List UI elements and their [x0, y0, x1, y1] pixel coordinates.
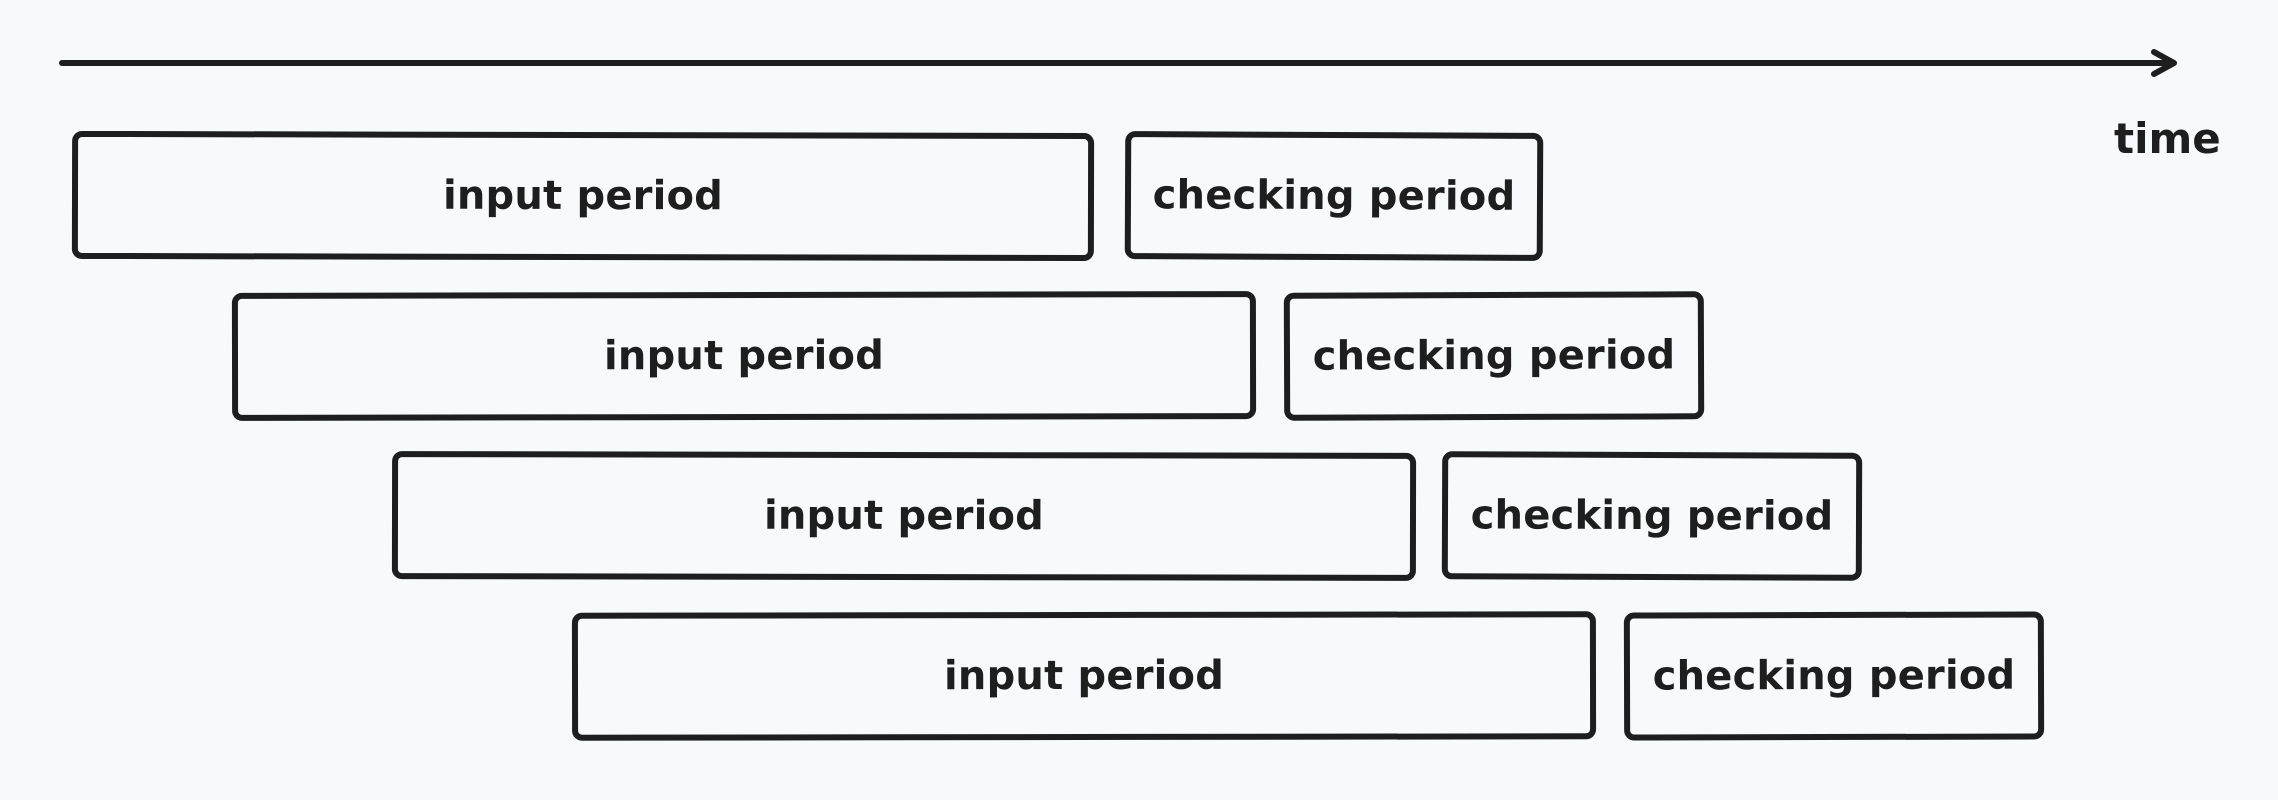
checking-period-box-2: checking period [1283, 291, 1705, 421]
checking-period-label: checking period [1652, 652, 2016, 700]
checking-period-label: checking period [1470, 492, 1834, 540]
checking-period-label: checking period [1312, 332, 1676, 380]
time-axis-label: time [2114, 114, 2221, 163]
input-period-box-4: input period [571, 611, 1597, 741]
input-period-box-2: input period [231, 291, 1257, 421]
checking-period-box-4: checking period [1623, 611, 2045, 741]
input-period-label: input period [442, 172, 724, 220]
input-period-label: input period [603, 332, 885, 380]
time-axis-arrowhead [2151, 49, 2177, 77]
checking-period-box-3: checking period [1441, 451, 1863, 581]
checking-period-label: checking period [1152, 172, 1516, 220]
checking-period-box-1: checking period [1124, 131, 1544, 261]
input-period-box-1: input period [71, 130, 1095, 262]
input-period-box-3: input period [391, 451, 1417, 581]
input-period-label: input period [943, 652, 1225, 700]
input-period-label: input period [763, 492, 1045, 540]
